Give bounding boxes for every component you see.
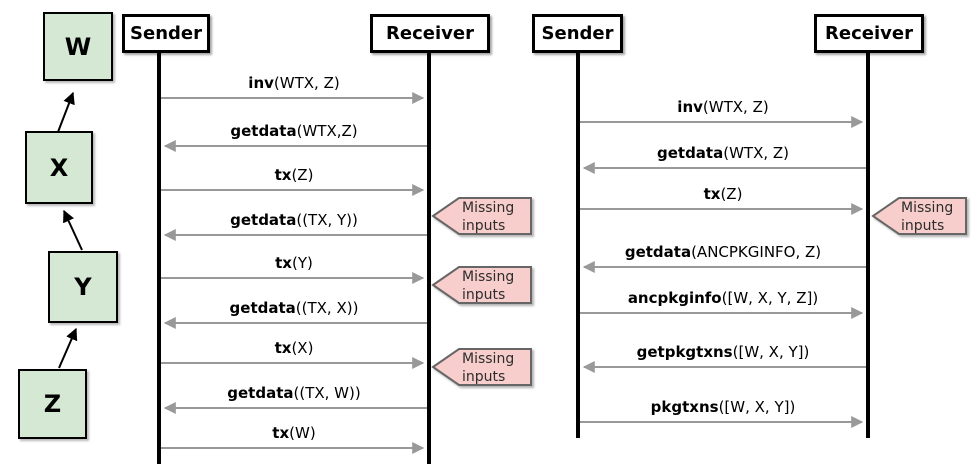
- message-label: getdata((TX, Y)): [230, 211, 358, 229]
- message-label: tx(Y): [275, 254, 313, 272]
- message-label: tx(W): [272, 424, 316, 442]
- tx-node-x: X: [25, 131, 93, 204]
- right-receiver-box: Receiver: [814, 14, 924, 53]
- missing-inputs-callout-shape: [431, 197, 532, 235]
- left-sender-box: Sender: [122, 14, 210, 53]
- tx-node-y: Y: [48, 251, 118, 323]
- missing-inputs-callout-text: Missing inputs: [901, 200, 954, 234]
- tx-node-label: W: [64, 32, 92, 61]
- missing-inputs-callout-text: Missing inputs: [462, 351, 515, 385]
- message-label: pkgtxns([W, X, Y]): [650, 398, 796, 416]
- message-label: tx(X): [274, 339, 314, 357]
- message-label: getdata(WTX,Z): [230, 122, 358, 140]
- left-receiver-label: Receiver: [386, 23, 474, 44]
- message-label: getdata(ANCPKGINFO, Z): [624, 243, 822, 261]
- right-sender-label: Sender: [541, 23, 614, 44]
- right-sender-box: Sender: [532, 14, 623, 53]
- tx-node-label: X: [49, 153, 69, 182]
- dependency-arrow-y-to-x: [63, 209, 83, 251]
- tx-node-w: W: [43, 12, 113, 81]
- dependency-arrow-x-to-w: [57, 91, 75, 133]
- message-label: inv(WTX, Z): [248, 74, 340, 92]
- message-label: tx(Z): [703, 185, 743, 203]
- message-label: getdata((TX, W)): [227, 384, 361, 402]
- missing-inputs-callout-text: Missing inputs: [462, 200, 515, 234]
- message-label: tx(Z): [274, 166, 314, 184]
- message-label: getdata(WTX, Z): [656, 144, 790, 162]
- missing-inputs-callout-shape: [431, 348, 532, 386]
- left-receiver-box: Receiver: [370, 14, 490, 53]
- message-label: getpkgtxns([W, X, Y]): [636, 343, 810, 361]
- message-label: getdata((TX, X)): [229, 299, 359, 317]
- left-sender-label: Sender: [130, 23, 202, 44]
- missing-inputs-callout-shape: [431, 266, 532, 304]
- message-label: inv(WTX, Z): [677, 98, 769, 116]
- missing-inputs-callout-text: Missing inputs: [462, 269, 515, 303]
- right-receiver-label: Receiver: [825, 23, 913, 44]
- tx-node-z: Z: [18, 369, 87, 439]
- missing-inputs-callout-shape: [871, 197, 967, 235]
- dependency-arrow-z-to-y: [58, 327, 78, 369]
- tx-node-label: Y: [74, 273, 92, 301]
- message-label: ancpkginfo([W, X, Y, Z]): [627, 289, 819, 307]
- tx-node-label: Z: [43, 390, 62, 418]
